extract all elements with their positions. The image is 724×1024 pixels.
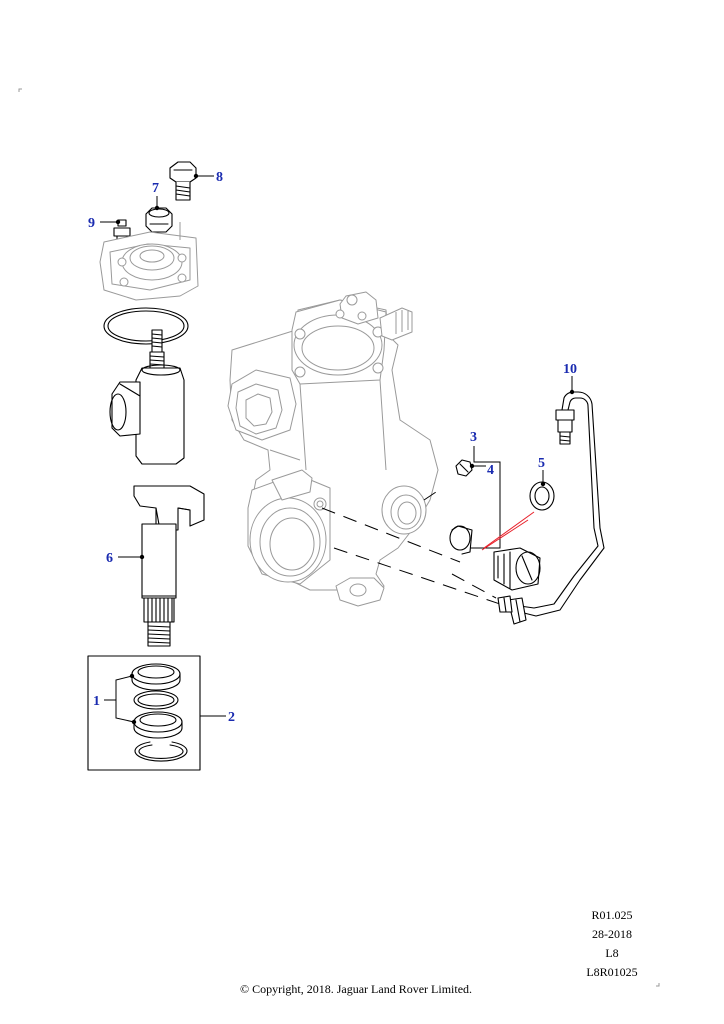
callout-5: 5	[538, 456, 545, 471]
assembly-line-upper	[321, 507, 461, 563]
callout-8: 8	[216, 170, 223, 185]
callout-4: 4	[487, 463, 494, 478]
callout-6: 6	[106, 551, 113, 566]
sector-shaft-part-6	[109, 329, 205, 647]
highlight-line-2	[481, 519, 529, 551]
reference-model: L8	[605, 946, 619, 960]
reference-date: 28-2018	[592, 927, 632, 941]
callout-3: 3	[470, 430, 477, 445]
steering-box-housing	[227, 291, 439, 607]
reference-id: L8R01025	[586, 965, 638, 979]
callout-2: 2	[228, 710, 235, 725]
highlight-line-1	[483, 511, 535, 549]
callout-7: 7	[152, 181, 159, 196]
top-cover	[99, 222, 199, 301]
callout-1: 1	[93, 694, 100, 709]
nut-part-7	[145, 207, 173, 233]
assembly-line-lower	[333, 547, 501, 605]
assembly-line-pipe	[451, 573, 497, 599]
pipe-part-10	[497, 391, 605, 625]
reference-block: R01.025 28-2018 L8 L8R01025	[532, 906, 692, 982]
reference-code: R01.025	[591, 908, 633, 922]
cover-o-ring	[103, 307, 189, 345]
seal-kit-box-part-2	[87, 655, 201, 771]
corner-mark-top-left	[18, 88, 22, 92]
seal-ring-part-5	[529, 481, 555, 511]
adjuster-group-part-3	[449, 446, 541, 591]
callout-10: 10	[563, 362, 577, 377]
assembly-line-port	[423, 487, 443, 501]
bolt-part-8	[169, 161, 197, 201]
leader-lines	[100, 173, 575, 725]
copyright-notice: © Copyright, 2018. Jaguar Land Rover Lim…	[239, 982, 473, 996]
callout-9: 9	[88, 216, 95, 231]
corner-mark-bottom-right	[656, 983, 660, 987]
